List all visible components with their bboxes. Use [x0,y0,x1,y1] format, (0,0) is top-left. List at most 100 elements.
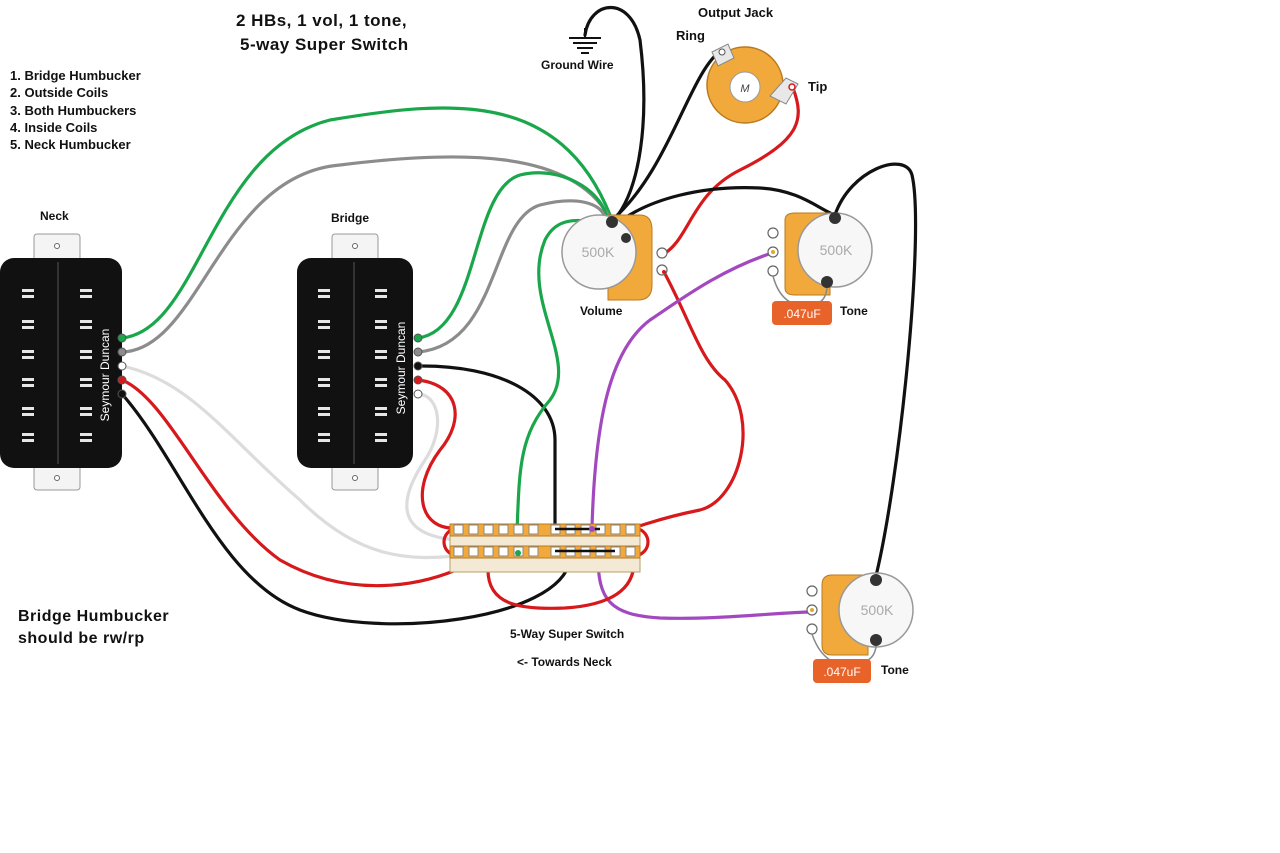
tone1-lug-2-dot [771,250,775,254]
position-3: 3. Both Humbuckers [10,103,136,118]
neck-pole [22,289,34,292]
volume-lugs [656,247,668,276]
switch-lug [498,524,509,535]
tone2-cap-value: .047uF [823,665,860,679]
tone2-lug-2-dot [810,608,814,612]
bridge-pole [318,433,330,436]
bridge-pole [318,439,330,442]
ground-symbol [569,28,601,54]
neck-pole [22,413,34,416]
bridge-pole [318,378,330,381]
bridge-pole [375,378,387,381]
neck-terminal-black [117,389,127,399]
volume-solder-point-top [606,216,618,228]
tone1-capacitor [772,301,832,325]
output-jack: M [706,43,799,124]
switch-lug [610,524,621,535]
bridge-terminal-gray [413,347,423,357]
switch-lug [528,524,539,535]
tone1-cap-value: .047uF [783,307,820,321]
tone1-solder-top [829,212,841,224]
neck-terminal-gray [117,347,127,357]
volume-lug-2 [656,264,668,276]
switch-lug [483,524,494,535]
bridge-terminal-green [413,333,423,343]
bridge-pole [375,433,387,436]
volume-lug-2-dot [662,270,666,274]
volume-tone-black-wire [620,186,837,222]
switch-purple-solder [589,526,595,532]
bridge-gray-wire [416,199,606,354]
volume-pot-knob [561,214,637,290]
bridge-pole [375,439,387,442]
jack-mark: M [740,83,750,95]
neck-label: Neck [40,209,69,223]
neck-wire-terminals [117,333,127,399]
ground-black-wire [583,5,646,222]
labels: 2 HBs, 1 vol, 1 tone, 5-way Super Switch… [10,5,909,677]
tone1-lug-3 [767,265,779,277]
switch-lug [625,524,636,535]
neck-pole [22,433,34,436]
neck-green-wire [120,106,612,340]
title-line-1: 2 HBs, 1 vol, 1 tone, [236,11,407,30]
bridge-pole [318,413,330,416]
neck-screw-top [54,243,60,249]
neck-pole [80,326,92,329]
tone2-pot-value: 500K [861,602,894,618]
position-2: 2. Outside Coils [10,85,108,100]
jack-center [729,71,761,103]
neck-pole [80,356,92,359]
bridge-pole [375,320,387,323]
neck-pole [80,295,92,298]
bridge-pole [318,289,330,292]
neck-pole [22,295,34,298]
bridge-pole [375,384,387,387]
switch-lug [498,546,509,557]
switch-green-wire [514,218,602,556]
tone1-lug-1 [767,227,779,239]
neck-black-wire [120,392,572,626]
bridge-pole [375,350,387,353]
switch-lug [528,546,539,557]
tone2-lug-1 [806,585,818,597]
switch-lug [453,524,464,535]
switch-lug [453,546,464,557]
bridge-pole [318,384,330,387]
volume-label: Volume [580,304,623,318]
tone-pot-2: 500K .047uF [806,572,914,683]
tone2-solder-bottom [870,634,882,646]
tone2-purple-wire [596,554,814,620]
position-5: 5. Neck Humbucker [10,137,131,152]
bridge-pole [375,413,387,416]
bridge-terminal-white [413,389,423,399]
tone-link-black-wire [833,162,918,582]
bridge-pole [318,295,330,298]
bridge-label: Bridge [331,211,369,225]
neck-pole [22,320,34,323]
tone2-lug-3 [806,623,818,635]
bridge-pole-pieces [318,289,387,442]
bridge-pole [318,407,330,410]
switch-lug [468,524,479,535]
position-1: 1. Bridge Humbucker [10,68,141,83]
bridge-green-wire [416,171,608,340]
bridge-pole [375,326,387,329]
ground-wire-label: Ground Wire [541,58,614,72]
neck-pole [22,350,34,353]
neck-terminal-green [117,333,127,343]
bridge-screw-top [352,243,358,249]
neck-pickup: Seymour Duncan [0,233,127,491]
jack-ring-hole [718,48,726,56]
volume-lug-1 [656,247,668,259]
bridge-brand-logo: Seymour Duncan [394,322,408,415]
bridge-white-wire [405,392,458,542]
jack-sleeve-black-wire [610,48,724,222]
output-jack-title: Output Jack [698,5,774,20]
neck-red-wire [120,378,458,588]
note-line-1: Bridge Humbucker [18,608,169,625]
neck-pole [22,378,34,381]
bridge-pole [375,289,387,292]
neck-pole [80,407,92,410]
